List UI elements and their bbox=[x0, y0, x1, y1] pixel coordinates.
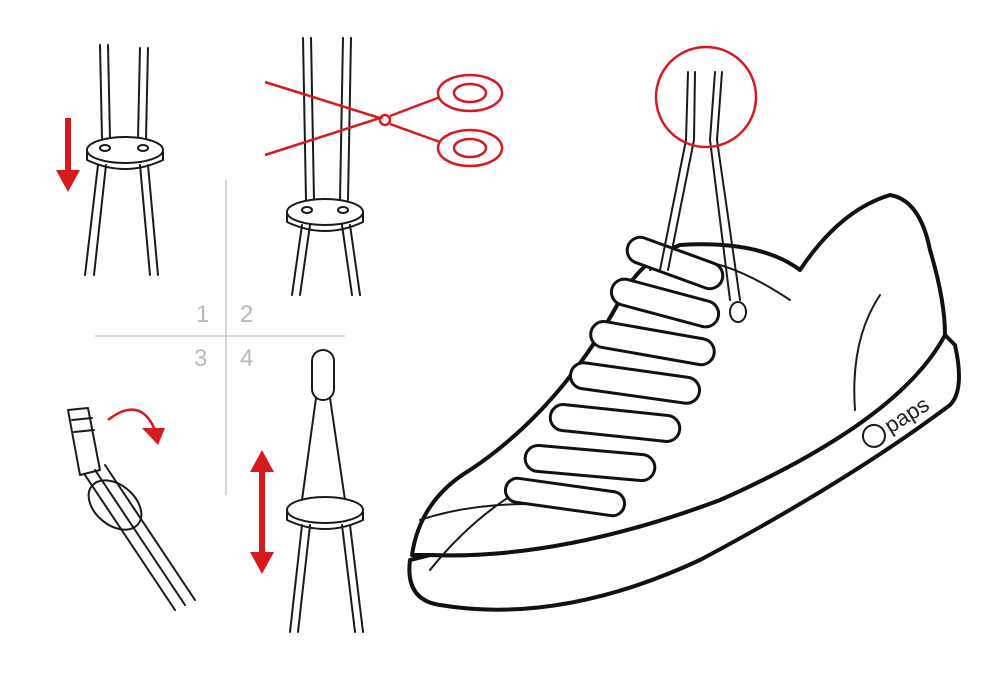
quadrant-divider bbox=[95, 180, 345, 495]
step-3-melt-tip bbox=[67, 407, 196, 611]
step-1-lace-lock bbox=[84, 44, 164, 276]
highlight-circle bbox=[654, 45, 758, 149]
curved-arrow-icon bbox=[107, 408, 165, 445]
step-number-3: 3 bbox=[194, 345, 207, 372]
step-number-4: 4 bbox=[240, 345, 253, 372]
step-number-2: 2 bbox=[240, 301, 253, 328]
double-arrow-icon bbox=[250, 450, 274, 574]
step-number-1: 1 bbox=[196, 301, 209, 328]
sneaker-illustration: paps bbox=[407, 71, 961, 612]
step-4-adjust-lock bbox=[286, 349, 364, 633]
arrow-down-icon bbox=[56, 118, 80, 192]
scissors-icon bbox=[264, 73, 504, 168]
step-2-cut-laces bbox=[286, 37, 364, 296]
